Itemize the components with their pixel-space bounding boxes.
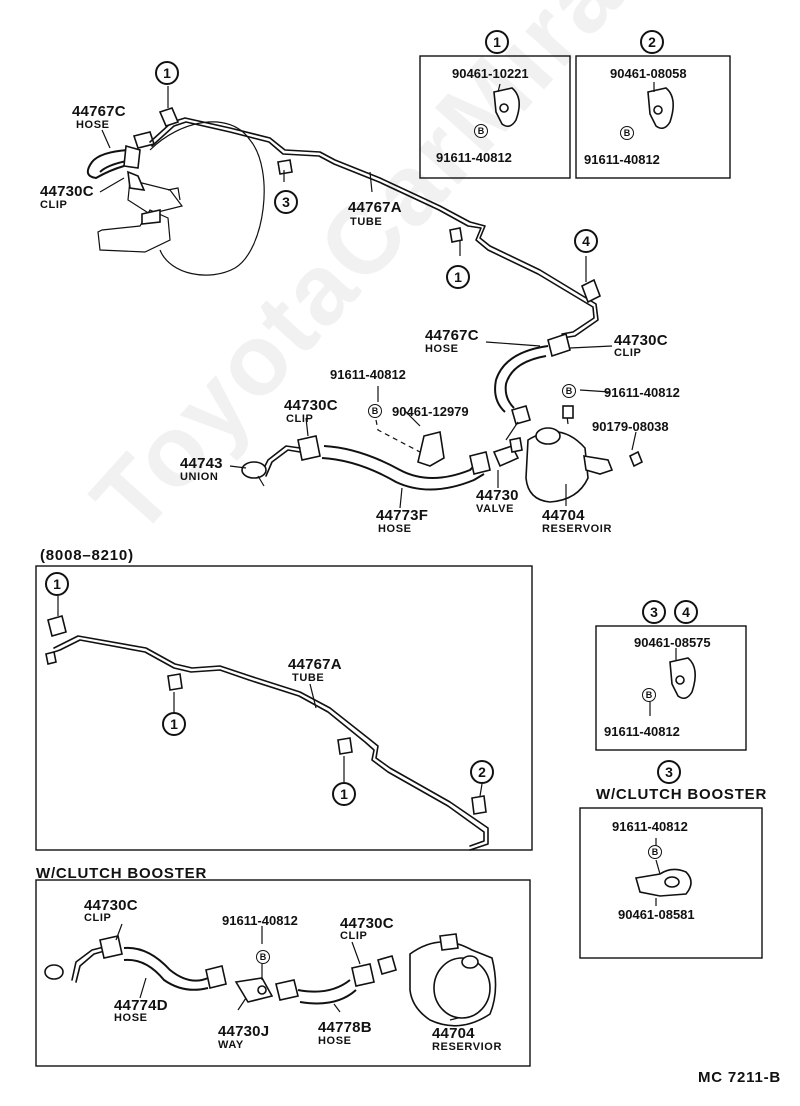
bottom-section-title: W/CLUTCH BOOSTER [36, 865, 208, 882]
valve-number: 44730 [476, 487, 519, 504]
bottom-clip-left-number: 44730C [84, 897, 138, 914]
detail-34-callout-3: 3 [642, 600, 666, 624]
hose-right-name: HOSE [425, 343, 459, 355]
detail-box-2 [575, 55, 731, 179]
detail-box-1 [419, 55, 571, 179]
bottom-clip-right-number: 44730C [340, 915, 394, 932]
callout-1: 1 [446, 265, 470, 289]
clip-lower-number: 44730C [284, 397, 338, 414]
clip-right-number: 44730C [614, 332, 668, 349]
hose-lower-number: 44773F [376, 507, 429, 524]
callout-1: 1 [155, 61, 179, 85]
valve-name: VALVE [476, 503, 515, 515]
detail-3b-bolt-number: 91611-40812 [612, 819, 688, 834]
bottom-reservoir-name: RESERVIOR [432, 1041, 502, 1053]
reservoir-number: 44704 [542, 507, 585, 524]
master-cylinder-drawing [97, 121, 265, 276]
mid-callout-1: 1 [162, 712, 186, 736]
clip-left-name: CLIP [40, 199, 68, 211]
figure-code: MC 7211-B [698, 1069, 782, 1086]
bottom-clip-left-name: CLIP [84, 912, 112, 924]
bolt-mid-number: 91611-40812 [330, 367, 406, 382]
bottom-clip-right-name: CLIP [340, 930, 368, 942]
detail-2-callout: 2 [640, 30, 664, 54]
way-name: WAY [218, 1039, 244, 1051]
clip-right-name: CLIP [614, 347, 642, 359]
detail-34-bolt-number: 91611-40812 [604, 724, 680, 739]
detail-34-clamp-number: 90461-08575 [634, 635, 711, 650]
bolt-right-number: 91611-40812 [604, 385, 680, 400]
detail-3b-bolt-symbol: B [648, 845, 662, 859]
bolt-symbol: B [562, 384, 576, 398]
detail-2-bolt-number: 91611-40812 [584, 152, 660, 167]
detail-1-bolt-symbol: B [474, 124, 488, 138]
bottom-hose-left-name: HOSE [114, 1012, 148, 1024]
clip-left-number: 44730C [40, 183, 94, 200]
clamp-mid-number: 90461-12979 [392, 404, 469, 419]
bottom-hose-right-number: 44778B [318, 1019, 372, 1036]
bottom-section-box [35, 879, 531, 1067]
bottom-reservoir-number: 44704 [432, 1025, 475, 1042]
detail-34-bolt-symbol: B [642, 688, 656, 702]
tube-mid-name: TUBE [292, 672, 325, 684]
clip-lower-name: CLIP [286, 413, 314, 425]
union-name: UNION [180, 471, 219, 483]
hose-left-number: 44767C [72, 103, 126, 120]
tube-mid-number: 44767A [288, 656, 342, 673]
bolt-symbol: B [368, 404, 382, 418]
reservoir-name: RESERVOIR [542, 523, 612, 535]
detail-box-3b [579, 807, 763, 959]
tube-top-number: 44767A [348, 199, 402, 216]
detail-box-34 [595, 625, 747, 751]
nut-right-number: 90179-08038 [592, 419, 669, 434]
bottom-hose-left-number: 44774D [114, 997, 168, 1014]
detail-2-clamp-number: 90461-08058 [610, 66, 687, 81]
detail-3b-title: W/CLUTCH BOOSTER [596, 786, 768, 803]
hose-right-number: 44767C [425, 327, 479, 344]
bottom-bolt-number: 91611-40812 [222, 913, 298, 928]
callout-3: 3 [274, 190, 298, 214]
detail-3b-callout: 3 [657, 760, 681, 784]
date-range-label: (8008–8210) [40, 547, 134, 564]
callout-4: 4 [574, 229, 598, 253]
union-number: 44743 [180, 455, 223, 472]
hose-left-name: HOSE [76, 119, 110, 131]
detail-2-bolt-symbol: B [620, 126, 634, 140]
mid-callout-2: 2 [470, 760, 494, 784]
tube-clip-1 [158, 107, 180, 127]
detail-1-callout: 1 [485, 30, 509, 54]
tube-top-name: TUBE [350, 216, 383, 228]
mid-callout-1: 1 [45, 572, 69, 596]
way-number: 44730J [218, 1023, 270, 1040]
hose-lower-name: HOSE [378, 523, 412, 535]
bottom-bolt-symbol: B [256, 950, 270, 964]
bottom-hose-right-name: HOSE [318, 1035, 352, 1047]
detail-1-clamp-number: 90461-10221 [452, 66, 529, 81]
detail-1-bolt-number: 91611-40812 [436, 150, 512, 165]
detail-3b-clamp-number: 90461-08581 [618, 907, 695, 922]
mid-section-box [35, 565, 533, 851]
mid-callout-1: 1 [332, 782, 356, 806]
detail-34-callout-4: 4 [674, 600, 698, 624]
